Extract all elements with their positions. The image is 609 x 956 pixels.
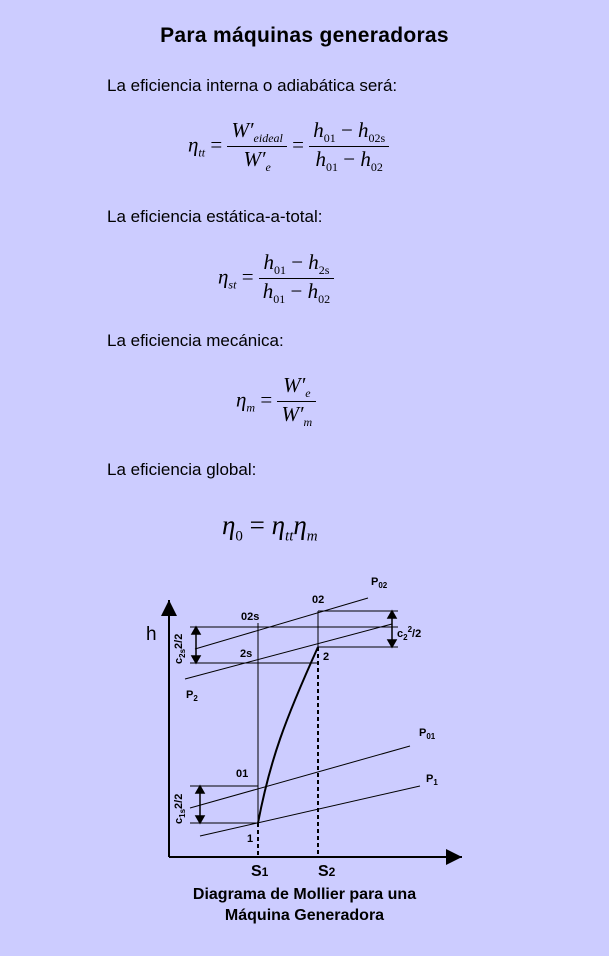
label-point-02s: 02s [241, 611, 259, 623]
label-global-efficiency: La eficiencia global: [107, 460, 257, 479]
label-P01: P01 [419, 727, 436, 741]
isobar-p2 [184, 623, 393, 680]
label-internal-efficiency: La eficiencia interna o adiabática será: [107, 76, 398, 95]
equation-eta-0: η0 = ηttηm [222, 510, 318, 545]
caption-line-1: Diagrama de Mollier para una [192, 886, 417, 903]
label-P02: P02 [371, 576, 388, 590]
label-point-1: 1 [247, 833, 253, 845]
arrow-c2 [386, 609, 398, 649]
label-static-total-efficiency: La eficiencia estática-a-total: [107, 207, 323, 226]
equation-eta-tt: ηtt = W′eideal W′e = h01 − h02s h01 − h0… [188, 118, 390, 175]
caption-line-2: Máquina Generadora [224, 907, 385, 924]
arrow-c1s [194, 784, 206, 825]
isobar-p02 [194, 597, 369, 650]
mollier-diagram: h P02 02 02s 2s 2 P2 P01 P1 01 1 S1 S2 c… [146, 576, 462, 880]
label-c1s: c1s2/2 [173, 794, 187, 824]
equation-eta-st: ηst = h01 − h2s h01 − h02 [218, 250, 335, 307]
label-c2: c22/2 [397, 625, 421, 642]
arrow-c2s [190, 625, 202, 665]
label-S1: S1 [251, 863, 269, 880]
label-point-2: 2 [323, 651, 329, 663]
isobar-p1 [199, 785, 421, 837]
process-curve [257, 646, 319, 824]
diagram-caption: Diagrama de Mollier para una Máquina Gen… [0, 884, 609, 926]
label-point-2s: 2s [240, 648, 252, 660]
isobar-p01 [189, 745, 411, 809]
label-point-01: 01 [236, 768, 248, 780]
page-title: Para máquinas generadoras [160, 24, 449, 47]
label-S2: S2 [318, 863, 336, 880]
h-axis-label: h [146, 624, 157, 645]
label-mechanical-efficiency: La eficiencia mecánica: [107, 331, 284, 350]
label-point-02: 02 [312, 594, 324, 606]
label-P1: P1 [426, 773, 438, 787]
label-P2: P2 [186, 689, 198, 703]
equation-eta-m: ηm = W′e W′m [236, 373, 317, 430]
label-c2s: c2s2/2 [173, 634, 187, 664]
